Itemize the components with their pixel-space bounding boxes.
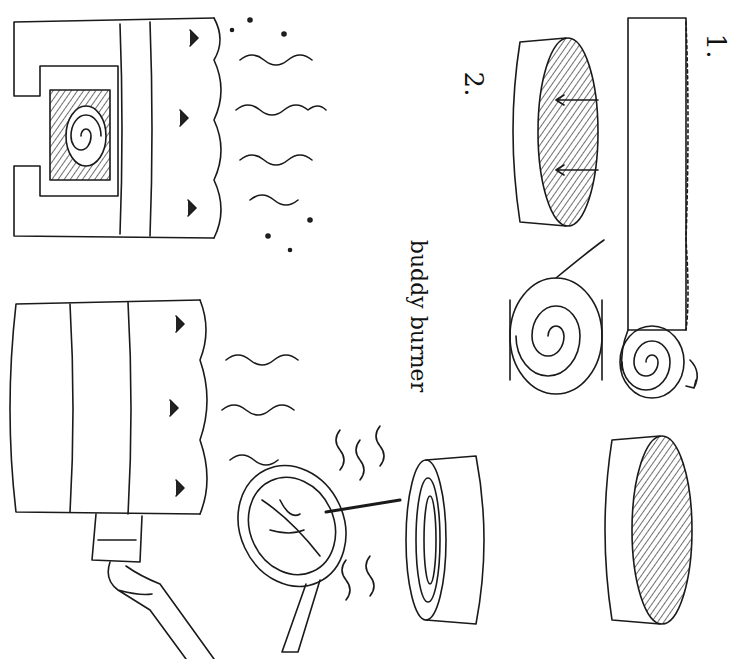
burner-with-skillet (219, 426, 484, 652)
caption-label: buddy burner (407, 240, 429, 392)
tin-can-stove (14, 18, 326, 252)
step-number: 1. (703, 34, 729, 59)
step-number: 2. (461, 72, 487, 97)
stove-with-hand (10, 300, 298, 659)
cardboard-strip (620, 18, 697, 398)
empty-can (605, 436, 692, 624)
can-with-roll (510, 38, 604, 394)
